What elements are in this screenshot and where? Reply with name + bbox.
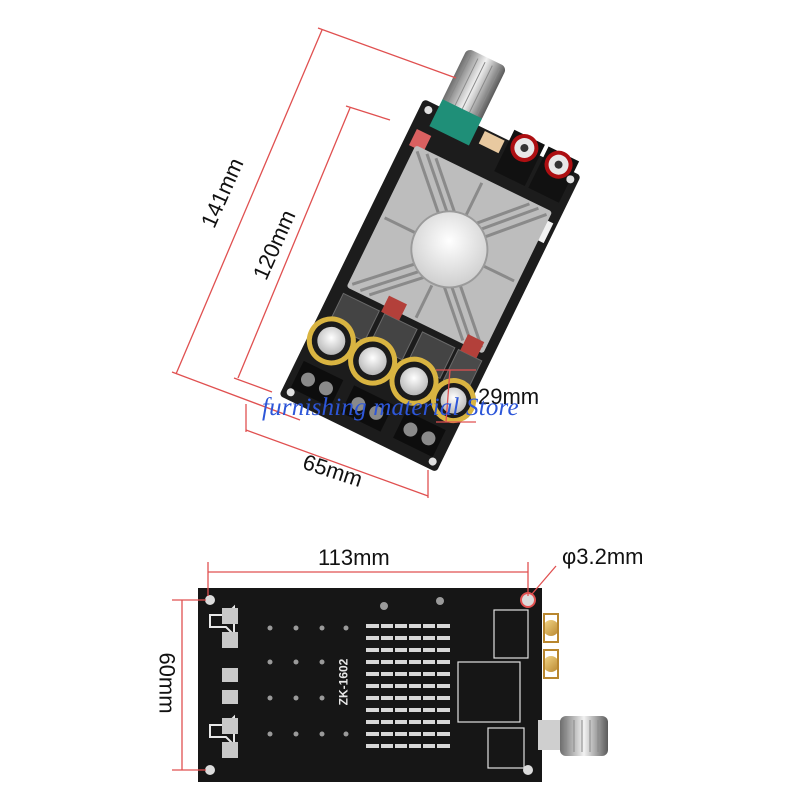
store-watermark: furnishing material Store xyxy=(262,394,519,421)
dim-113mm: 113mm xyxy=(318,545,390,570)
potentiometer xyxy=(429,99,483,146)
bottom-knob xyxy=(538,716,608,756)
model-label: ZK-1602 xyxy=(336,658,351,706)
dim-hole-diameter: φ3.2mm xyxy=(562,544,644,569)
connector xyxy=(478,130,505,154)
terminal-blocks xyxy=(290,360,446,458)
top-board xyxy=(280,49,580,471)
dim-60mm: 60mm xyxy=(154,652,180,714)
mount-holes xyxy=(205,592,536,775)
dim-29mm: 29mm xyxy=(478,384,540,409)
dimension-lines-top xyxy=(171,27,476,498)
dip-switch xyxy=(408,128,432,153)
bottom-board xyxy=(198,588,608,782)
capacitors xyxy=(306,316,477,424)
fan-cover xyxy=(410,210,489,289)
vias xyxy=(267,597,444,737)
dimension-lines-bottom xyxy=(172,562,557,771)
rca-pads xyxy=(543,613,559,679)
rca-jacks xyxy=(494,129,580,203)
